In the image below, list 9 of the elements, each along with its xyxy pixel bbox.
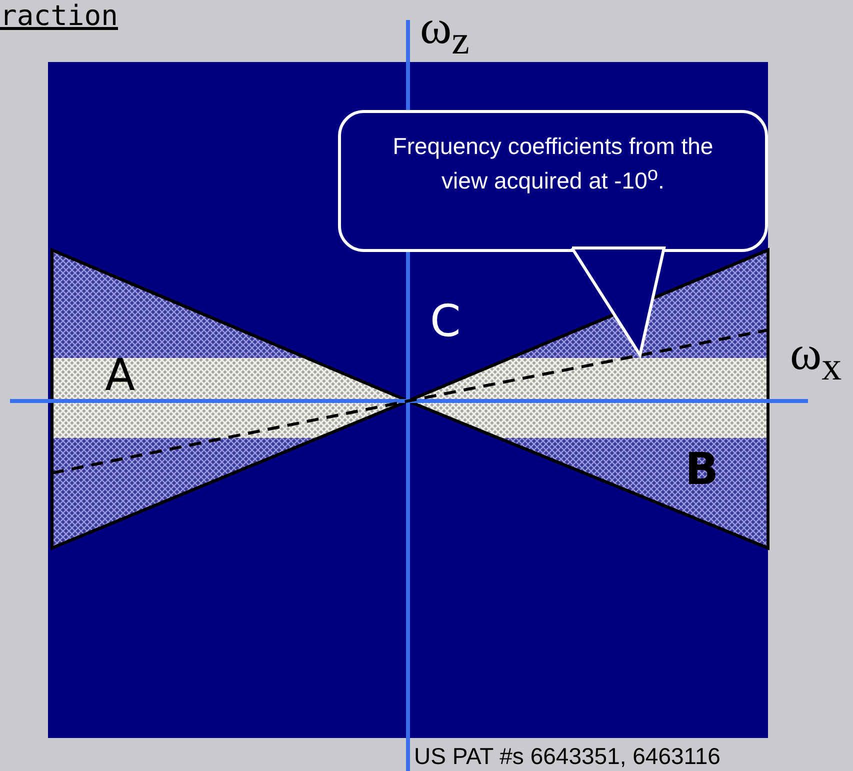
region-label: B — [685, 448, 719, 492]
patent-note: US PAT #s 6643351, 6463116 — [414, 745, 720, 768]
callout-text: Frequency coefficients from the view acquired at -10$^{o}$. — [392, 132, 714, 196]
axis-label: ω$_{z}$ — [420, 4, 470, 61]
heading-fragment: raction — [0, 2, 118, 30]
callout-pointer — [569, 246, 666, 359]
region-label: A — [105, 354, 136, 398]
region-label: C — [430, 300, 461, 344]
axis-label: ω$_{x}$ — [790, 330, 842, 387]
